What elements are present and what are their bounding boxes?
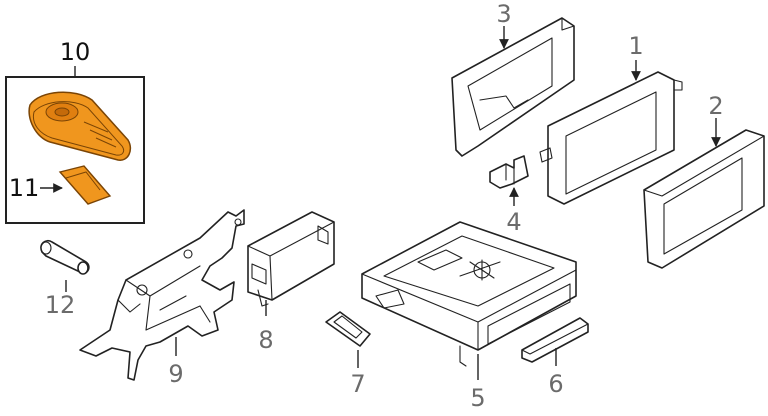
callout-2: 2 [708, 92, 724, 120]
callout-6: 6 [548, 370, 564, 398]
part-3-upper-bracket[interactable] [451, 17, 575, 157]
callout-5: 5 [470, 384, 486, 412]
part-11-key-blade[interactable] [58, 165, 112, 205]
part-6-trim-strip[interactable] [521, 317, 589, 363]
callout-4: 4 [506, 208, 522, 236]
part-8-module[interactable] [247, 211, 335, 307]
part-7-clip[interactable] [325, 311, 371, 347]
callout-10: 10 [59, 38, 91, 66]
part-5-radio-unit[interactable] [361, 221, 577, 367]
callout-9: 9 [168, 360, 184, 388]
callout-11: 11 [8, 174, 40, 202]
part-9-bracket[interactable] [79, 209, 245, 381]
part-1-display-frame[interactable] [539, 71, 683, 205]
callout-3: 3 [496, 0, 512, 28]
callout-1: 1 [628, 32, 644, 60]
part-10-key-fob[interactable] [28, 91, 132, 161]
callout-8: 8 [258, 326, 274, 354]
part-2-bezel[interactable] [643, 129, 765, 269]
callout-12: 12 [44, 291, 76, 319]
part-12-battery[interactable] [40, 239, 90, 275]
callout-7: 7 [350, 370, 366, 398]
part-4-connector[interactable] [489, 155, 529, 189]
